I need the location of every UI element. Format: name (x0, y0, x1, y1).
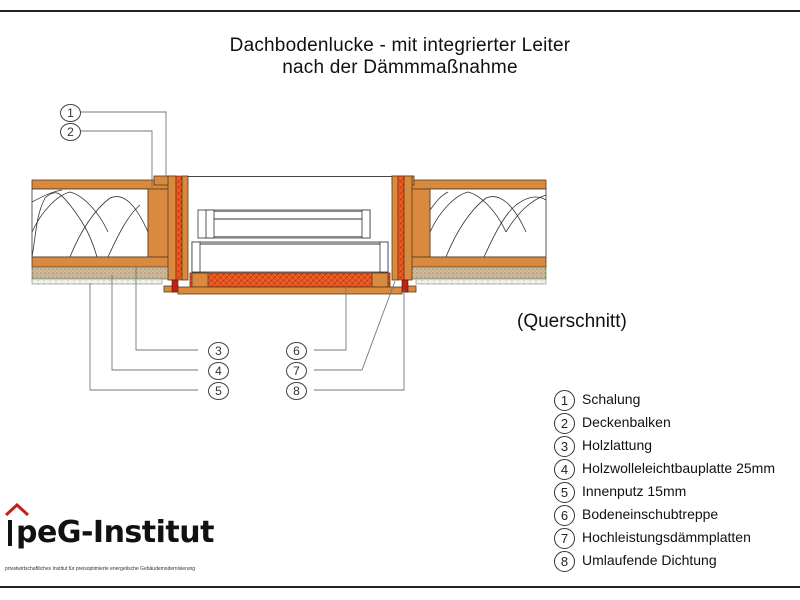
legend-item: 7 Hochleistungsdämmplatten (554, 528, 794, 549)
legend-number: 1 (554, 390, 575, 411)
hatch-opening (177, 176, 403, 295)
legend-item: 5 Innenputz 15mm (554, 482, 794, 503)
left-ceiling (31, 179, 181, 285)
legend-label: Innenputz 15mm (582, 483, 687, 499)
legend-label: Hochleistungsdämmplatten (582, 529, 751, 545)
legend-item: 1 Schalung (554, 390, 794, 411)
callout-4: 4 (208, 362, 229, 380)
callout-3: 3 (208, 342, 229, 360)
legend-number: 5 (554, 482, 575, 503)
title-line-2: nach der Dämmmaßnahme (282, 57, 518, 78)
legend-label: Holzlattung (582, 437, 653, 453)
leader-lines (80, 111, 405, 391)
logo-wordmark: peG-Institut (8, 515, 214, 550)
legend-item: 2 Deckenbalken (554, 413, 794, 434)
legend-label: Schalung (582, 391, 641, 407)
title-line-1: Dachbodenlucke - mit integrierter Leiter (229, 35, 571, 56)
legend-item: 4 Holzwolleleichtbauplatte 25mm (554, 459, 794, 480)
legend-number: 2 (554, 413, 575, 434)
callout-7: 7 (286, 362, 307, 380)
legend-item: 3 Holzlattung (554, 436, 794, 457)
logo-name-part1: peG- (16, 515, 93, 550)
hatch-frame-right (391, 175, 417, 293)
callout-1: 1 (60, 104, 81, 122)
legend-number: 3 (554, 436, 575, 457)
top-border (0, 10, 800, 12)
callout-8: 8 (286, 382, 307, 400)
hatch-frame-left (153, 175, 189, 293)
legend-number: 8 (554, 551, 575, 572)
legend-item: 6 Bodeneinschubtreppe (554, 505, 794, 526)
callout-5: 5 (208, 382, 229, 400)
logo-tagline: privatwirtschaftliches Institut für prei… (5, 566, 196, 572)
right-ceiling (397, 179, 547, 285)
callout-2: 2 (60, 123, 81, 141)
legend-number: 7 (554, 528, 575, 549)
legend-label: Deckenbalken (582, 414, 671, 430)
roof-icon (4, 503, 30, 517)
legend-item: 8 Umlaufende Dichtung (554, 551, 794, 572)
bottom-border (0, 586, 800, 588)
logo-i-stem (8, 520, 12, 546)
callout-6: 6 (286, 342, 307, 360)
legend-number: 6 (554, 505, 575, 526)
logo-name-part2: Institut (92, 515, 215, 550)
legend-number: 4 (554, 459, 575, 480)
legend-label: Bodeneinschubtreppe (582, 506, 719, 522)
legend-label: Umlaufende Dichtung (582, 552, 717, 568)
view-label: (Querschnitt) (517, 311, 627, 332)
legend-label: Holzwolleleichtbauplatte 25mm (582, 460, 775, 476)
